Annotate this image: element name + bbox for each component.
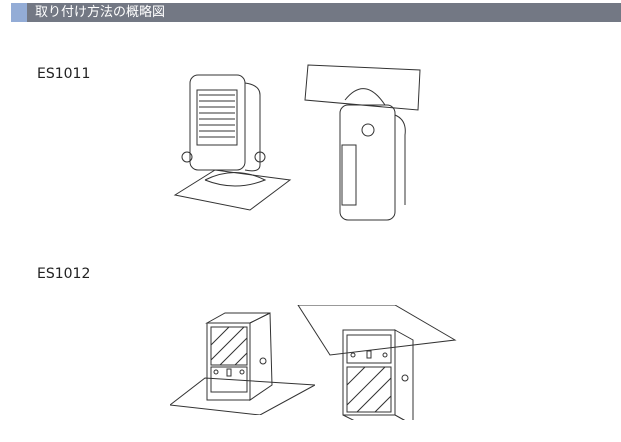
model-label-es1012: ES1012	[37, 266, 91, 282]
model-label-es1011: ES1011	[37, 66, 91, 82]
section-title: 取り付け方法の概略図	[35, 5, 166, 20]
es1011-floor-mount-illustration	[173, 74, 292, 211]
es1012-floor-mount-illustration	[170, 312, 315, 415]
es1012-ceiling-mount-illustration	[297, 305, 457, 420]
header-accent	[11, 3, 27, 22]
section-header: 取り付け方法の概略図	[11, 3, 621, 22]
es1011-ceiling-mount-illustration	[304, 64, 421, 221]
